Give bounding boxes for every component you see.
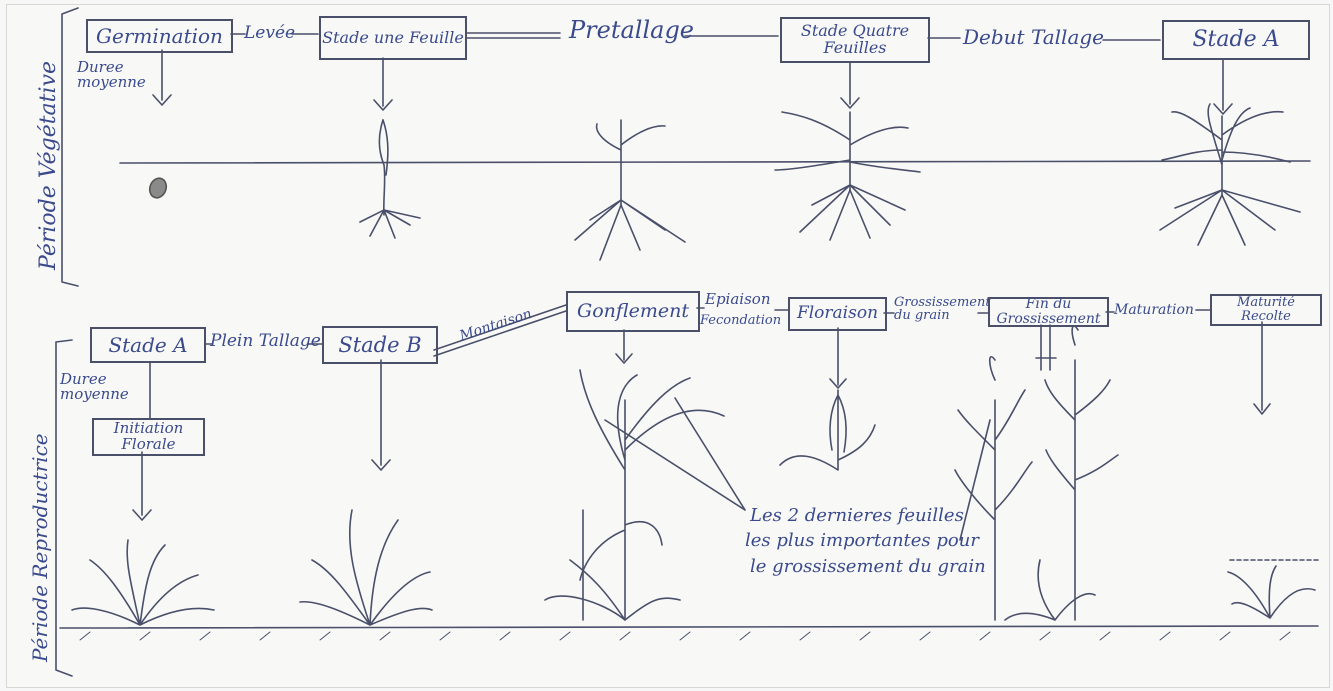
- arrow-recolte: [1254, 322, 1270, 414]
- vegetative-period-label: Période Végétative: [36, 61, 61, 270]
- arrow-stade-quatre-feuilles: [841, 62, 859, 108]
- stade-b-box: Stade B: [322, 326, 438, 364]
- epiaison-label: Epiaison: [705, 292, 770, 307]
- floraison-box: Floraison: [788, 297, 887, 331]
- annotation-pointer-2: [675, 398, 745, 510]
- vegetative-bracket: [62, 8, 78, 286]
- arrow-initiation: [133, 452, 151, 520]
- reproductive-period-label: Période Reproductrice: [28, 433, 52, 662]
- fecondation-label: Fecondation: [700, 314, 781, 327]
- bottom-ground-line: [60, 626, 1318, 628]
- fin-grossissement-box: Fin du Grossissement: [988, 297, 1109, 327]
- annotation-line-3: le grossissement du grain: [750, 558, 986, 576]
- plant-stade-a-top: [1160, 104, 1300, 245]
- gonflement-box: Gonflement: [566, 291, 700, 332]
- annotation-pointer-1: [605, 420, 745, 510]
- grossissement-grain-label: Grossissement du grain: [894, 296, 980, 322]
- fin-grossissement-span: [1036, 325, 1056, 370]
- annotation-line-1: Les 2 dernieres feuilles: [750, 507, 964, 525]
- stade-a-bottom-box: Stade A: [90, 327, 206, 363]
- pretallage-label: Pretallage: [569, 18, 694, 42]
- plein-tallage-label: Plein Tallage: [210, 333, 321, 350]
- annotation-line-2: les plus importantes pour: [745, 532, 979, 550]
- connector-stade1-pretallage: [466, 33, 560, 38]
- plant-gonflement: [545, 370, 724, 620]
- plant-pretallage: [575, 120, 685, 260]
- plant-initiation-florale: [72, 540, 214, 625]
- ground-hatching: [80, 632, 1290, 640]
- arrow-stade-une-feuille: [374, 58, 392, 110]
- maturite-recolte-box: Maturité Recolte: [1210, 294, 1322, 326]
- top-ground-line: [120, 161, 1310, 163]
- seed: [147, 176, 169, 200]
- plant-quatre-feuilles: [775, 112, 920, 240]
- stade-a-top-box: Stade A: [1162, 20, 1310, 60]
- arrow-gonflement: [616, 330, 632, 363]
- annotation-pointer-3: [960, 420, 990, 540]
- initiation-florale-box: Initiation Florale: [92, 418, 205, 456]
- arrow-floraison: [830, 328, 846, 388]
- duree-moyenne-top-label: Duree moyenne: [77, 60, 149, 90]
- arrow-stade-b: [372, 360, 390, 470]
- levee-label: Levée: [244, 25, 295, 42]
- stade-une-feuille-box: Stade une Feuille: [319, 16, 467, 60]
- duree-moyenne-bottom-label: Duree moyenne: [60, 372, 140, 402]
- stade-quatre-feuilles-box: Stade Quatre Feuilles: [780, 17, 930, 63]
- arrow-stade-a-top: [1214, 60, 1232, 114]
- plant-stade-b: [300, 510, 432, 625]
- maturation-label: Maturation: [1114, 303, 1194, 317]
- plant-recolte: [1228, 560, 1318, 618]
- debut-tallage-label: Debut Tallage: [963, 27, 1104, 47]
- germination-box: Germination: [86, 19, 233, 53]
- plant-stade-une-feuille: [360, 120, 420, 238]
- plant-floraison: [780, 390, 875, 470]
- arrow-germination: [153, 50, 171, 105]
